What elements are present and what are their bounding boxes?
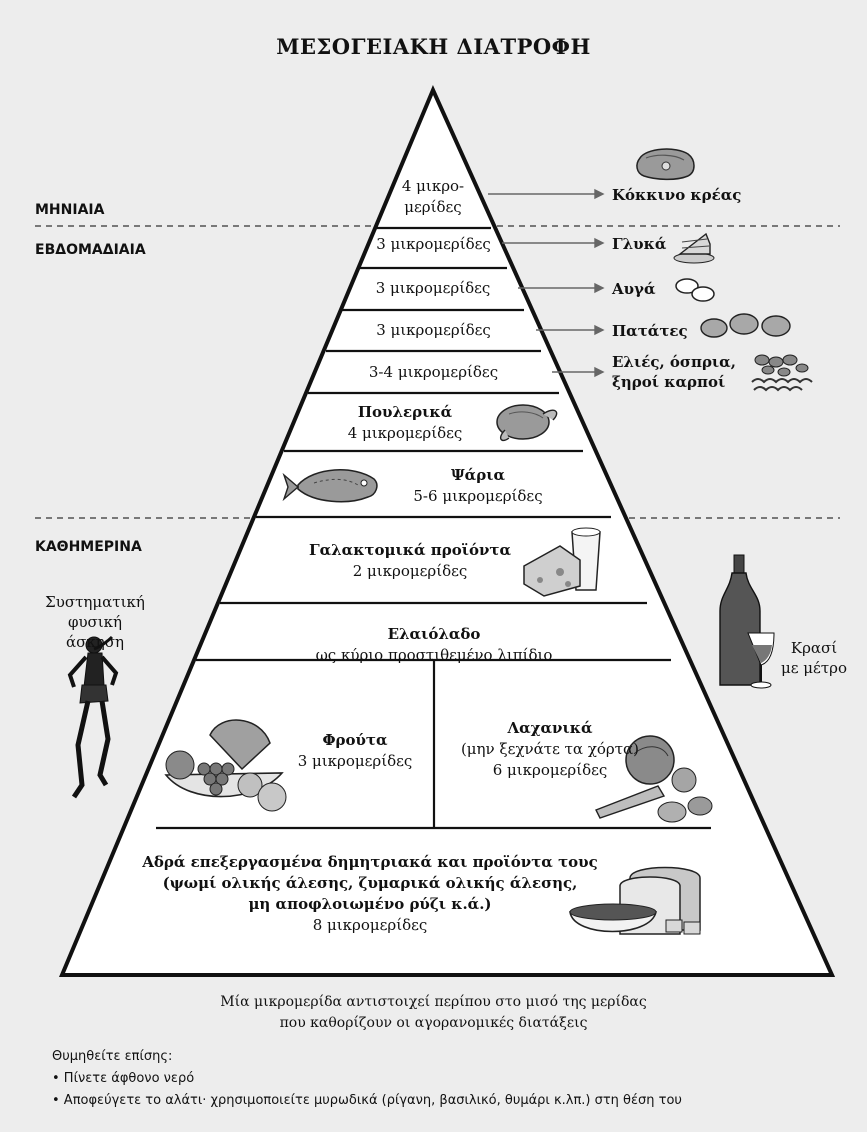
period-daily-label: ΚΑΘΗΜΕΡΙΝΑ bbox=[35, 539, 142, 555]
remember-item: • Αποφεύγετε το αλάτι· χρησιμοποιείτε μυ… bbox=[52, 1093, 682, 1108]
footnote-line2: που καθορίζουν οι αγορανομικές διατάξεις bbox=[279, 1015, 588, 1031]
level-grains-portions: 8 μικρομερίδες bbox=[312, 916, 428, 934]
level-poultry: Πουλερικά 4 μικρομερίδες bbox=[330, 402, 480, 444]
level-fish-name: Ψάρια bbox=[450, 466, 506, 484]
level-grains: Αδρά επεξεργασμένα δημητριακά και προϊόν… bbox=[140, 852, 600, 936]
roast-chicken-icon bbox=[496, 404, 558, 442]
side-label-potatoes: Πατάτες bbox=[612, 322, 688, 340]
level-red-meat-line1: 4 μικρο- bbox=[401, 177, 465, 195]
vegetables-icon bbox=[595, 735, 713, 823]
wine-label: Κρασί με μέτρο bbox=[774, 638, 854, 678]
side-label-olives: Ελιές, όσπρια, ξηροί καρποί bbox=[612, 352, 736, 392]
level-dairy: Γαλακτομικά προϊόντα 2 μικρομερίδες bbox=[300, 540, 520, 582]
level-red-meat: 4 μικρο- μερίδες bbox=[383, 176, 483, 218]
exercise-line1: Συστηματική bbox=[45, 593, 145, 611]
page-title: ΜΕΣΟΓΕΙΑΚΗ ΔΙΑΤΡΟΦΗ bbox=[276, 34, 591, 59]
level-olive-oil-name: Ελαιόλαδο bbox=[387, 625, 481, 643]
level-dairy-portions: 2 μικρομερίδες bbox=[352, 562, 468, 580]
eggs-icon bbox=[675, 278, 715, 302]
level-grains-line3: μη αποφλοιωμένο ρύζι κ.ά.) bbox=[248, 895, 492, 913]
level-olive-oil-note: ως κύριο προστιθεμένο λιπίδιο bbox=[315, 646, 553, 664]
exercise-line2: φυσική άσκηση bbox=[66, 613, 124, 651]
cheese-milk-icon bbox=[523, 527, 601, 597]
fish-icon bbox=[282, 469, 378, 503]
wine-line2: με μέτρο bbox=[781, 659, 847, 677]
runner-icon bbox=[67, 635, 119, 799]
fruits-icon bbox=[164, 719, 287, 812]
level-grains-line2: (ψωμί ολικής άλεσης, ζυμαρικά ολικής άλε… bbox=[162, 874, 578, 892]
pyramid-outline bbox=[58, 84, 836, 977]
level-eggs-portions: 3 μικρομερίδες bbox=[375, 279, 491, 297]
level-olives-portions: 3-4 μικρομερίδες bbox=[368, 363, 499, 381]
level-fish: Ψάρια 5-6 μικρομερίδες bbox=[388, 465, 568, 507]
level-vegetables: Λαχανικά (μην ξεχνάτε τα χόρτα) 6 μικρομ… bbox=[440, 718, 660, 781]
cake-icon bbox=[673, 232, 715, 264]
level-fish-portions: 5-6 μικρομερίδες bbox=[413, 487, 543, 505]
side-label-red-meat: Κόκκινο κρέας bbox=[612, 186, 742, 204]
level-grains-line1: Αδρά επεξεργασμένα δημητριακά και προϊόν… bbox=[142, 853, 598, 871]
level-poultry-name: Πουλερικά bbox=[357, 403, 453, 421]
level-fruits: Φρούτα 3 μικρομερίδες bbox=[290, 730, 420, 772]
period-monthly-label: ΜΗΝΙΑΙΑ bbox=[35, 202, 105, 218]
potatoes-icon bbox=[700, 313, 791, 338]
level-olive-oil: Ελαιόλαδο ως κύριο προστιθεμένο λιπίδιο bbox=[250, 624, 618, 666]
level-dairy-name: Γαλακτομικά προϊόντα bbox=[308, 541, 512, 559]
grains-bread-icon bbox=[569, 866, 701, 935]
remember-heading: Θυμηθείτε επίσης: bbox=[52, 1049, 173, 1064]
wine-line1: Κρασί bbox=[790, 639, 838, 657]
level-red-meat-line2: μερίδες bbox=[404, 198, 462, 216]
level-vegetables-name: Λαχανικά bbox=[507, 719, 593, 737]
remember-section: Θυμηθείτε επίσης: • Πίνετε άφθονο νερό •… bbox=[52, 1046, 682, 1112]
footnote-line1: Μία μικρομερίδα αντιστοιχεί περίπου στο … bbox=[220, 994, 647, 1010]
level-fruits-name: Φρούτα bbox=[322, 731, 388, 749]
side-label-sweets: Γλυκά bbox=[612, 235, 667, 253]
wine-icon bbox=[719, 554, 775, 689]
level-potatoes-portions: 3 μικρομερίδες bbox=[376, 321, 491, 339]
footnote: Μία μικρομερίδα αντιστοιχεί περίπου στο … bbox=[0, 992, 867, 1034]
side-label-olives-line1: Ελιές, όσπρια, bbox=[612, 353, 736, 371]
level-vegetables-portions: 6 μικρομερίδες bbox=[492, 761, 608, 779]
remember-item: • Πίνετε άφθονο νερό bbox=[52, 1071, 195, 1086]
level-sweets-portions: 3 μικρομερίδες bbox=[376, 235, 491, 253]
side-label-olives-line2: ξηροί καρποί bbox=[612, 373, 726, 391]
steak-icon bbox=[636, 148, 695, 181]
level-fruits-portions: 3 μικρομερίδες bbox=[297, 752, 413, 770]
side-label-eggs: Αυγά bbox=[612, 280, 656, 298]
nuts-beans-icon bbox=[751, 354, 813, 392]
period-weekly-label: ΕΒΔΟΜΑΔΙΑΙΑ bbox=[35, 242, 146, 258]
level-vegetables-note: (μην ξεχνάτε τα χόρτα) bbox=[460, 740, 640, 758]
exercise-label: Συστηματική φυσική άσκηση bbox=[40, 592, 150, 652]
level-poultry-portions: 4 μικρομερίδες bbox=[347, 424, 463, 442]
